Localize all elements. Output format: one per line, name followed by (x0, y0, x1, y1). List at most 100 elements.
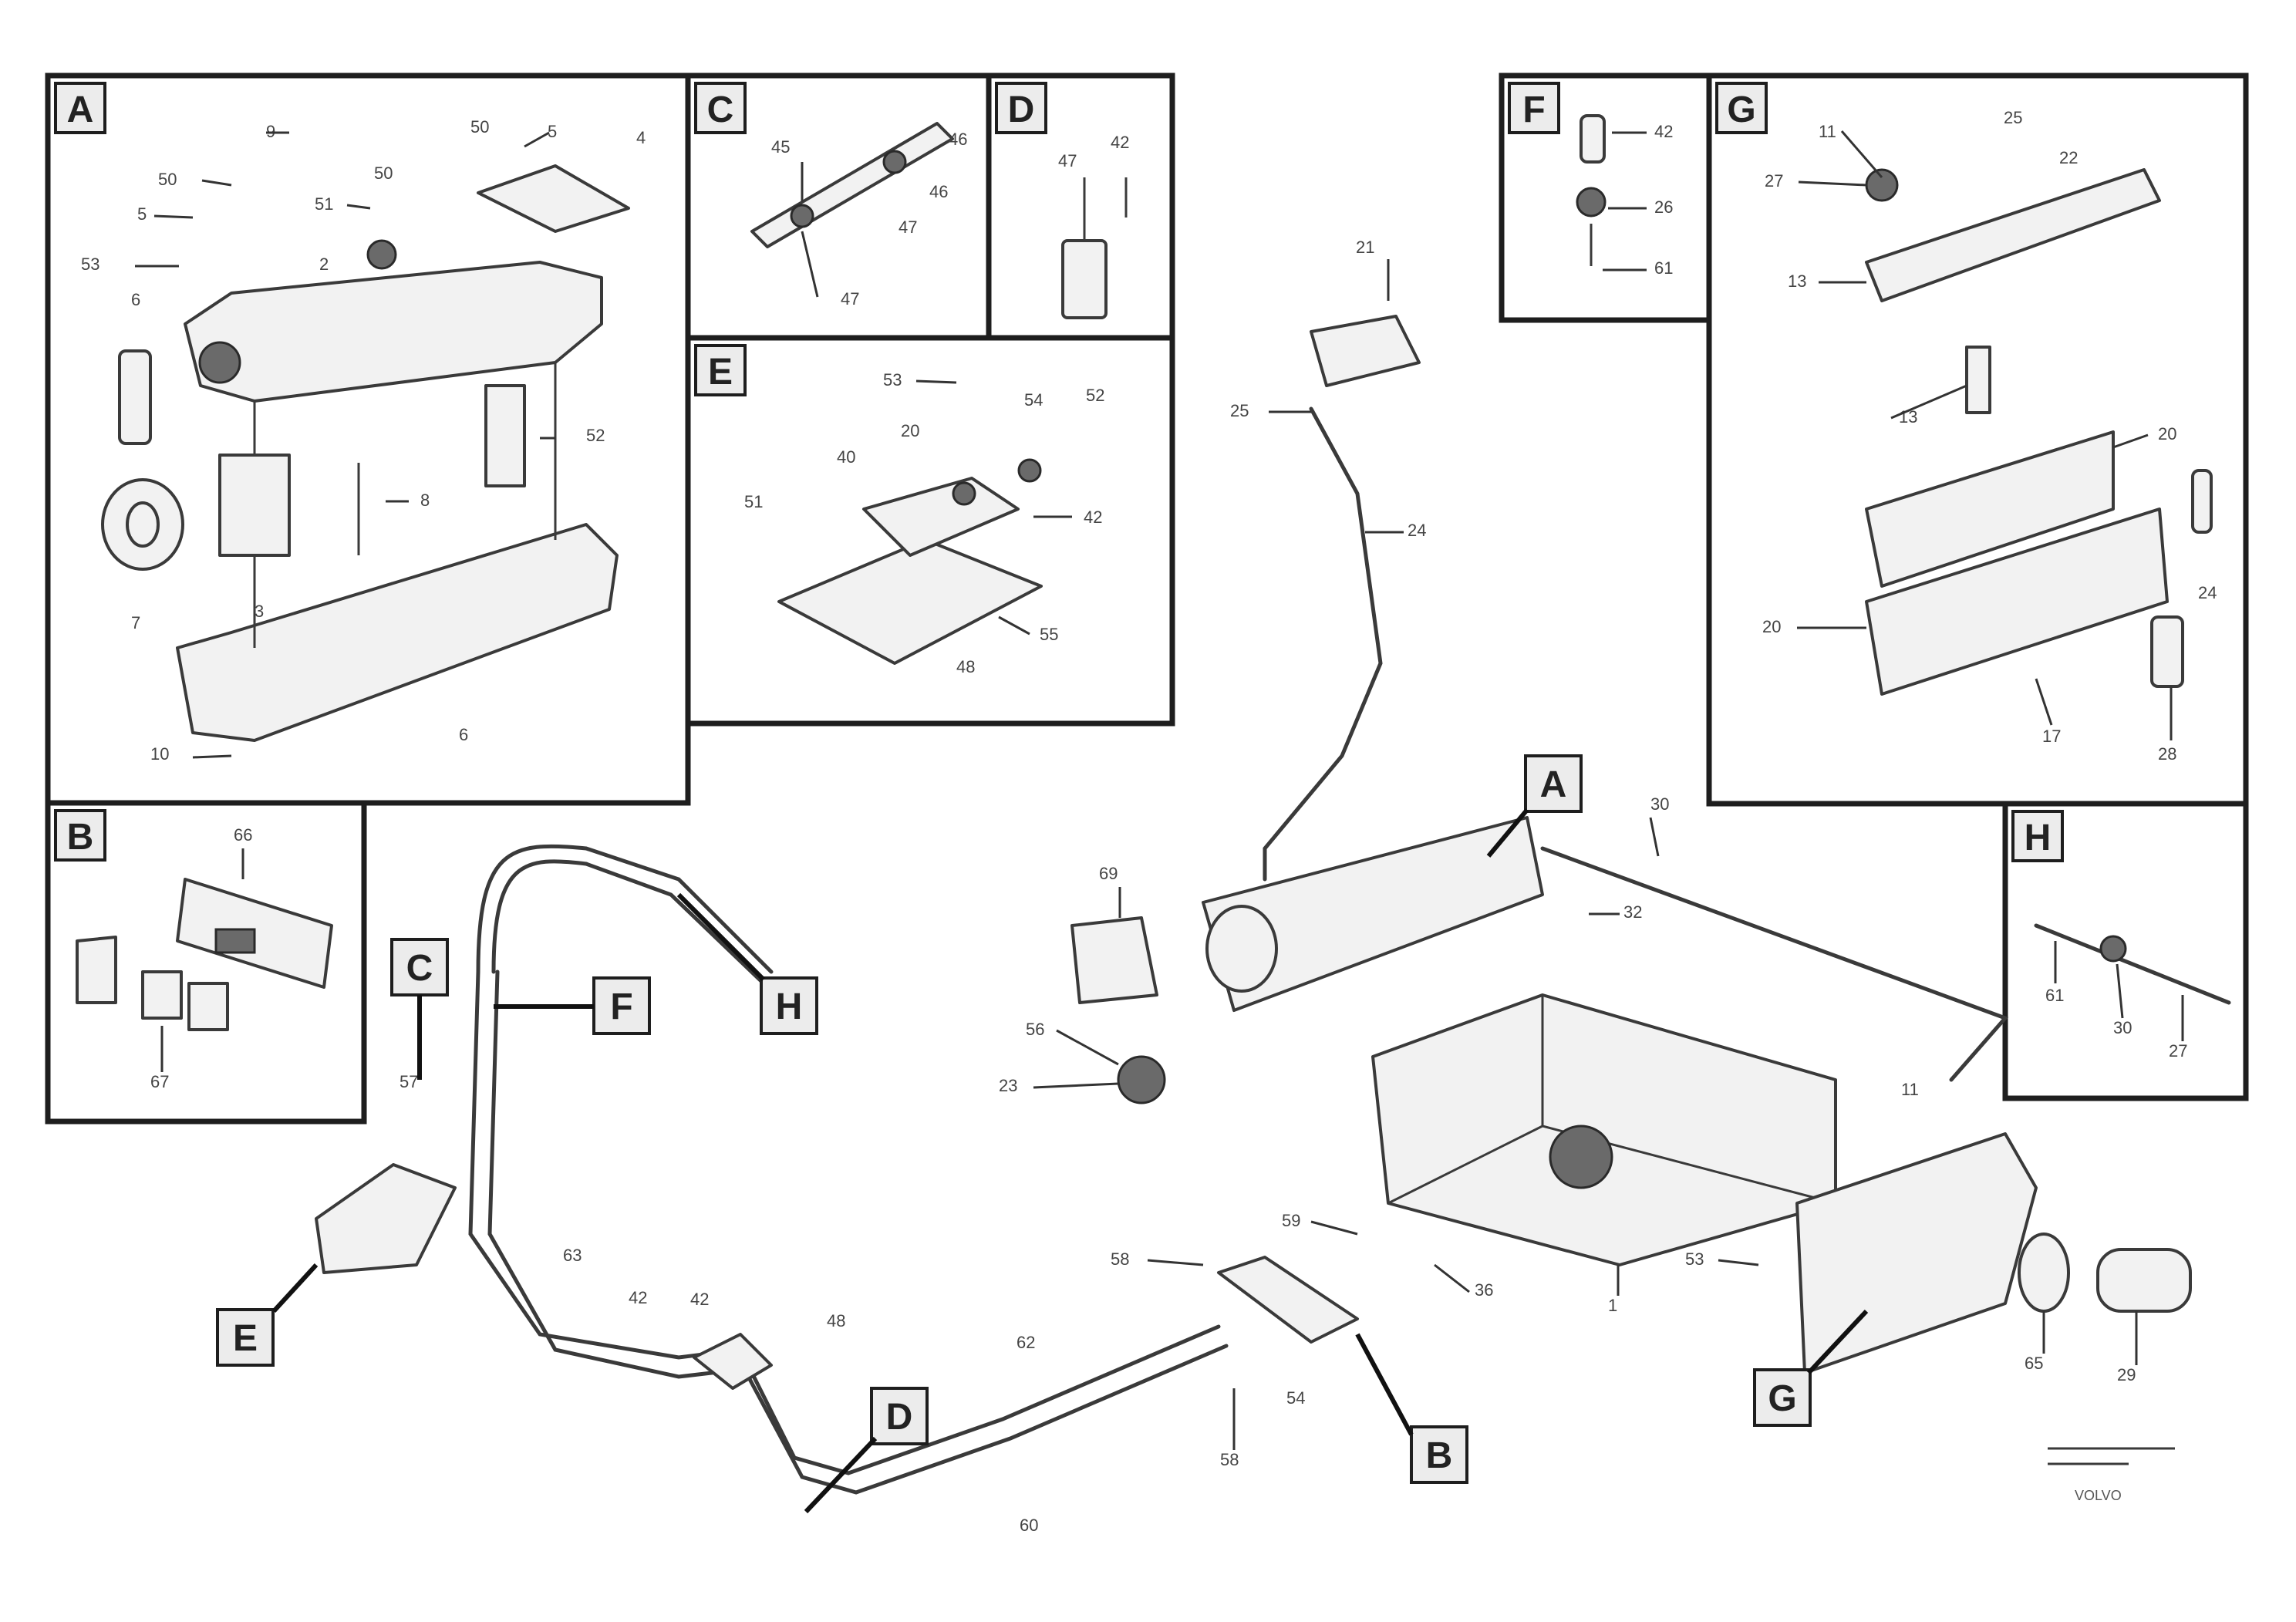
a-part-label-50: 50 (158, 170, 177, 189)
panel-c-drawing: 45 46 46 47 47 (750, 122, 967, 309)
panel-f-badge (1508, 82, 1560, 134)
panel-d-drawing: 47 42 (1058, 133, 1129, 319)
callout-a-pointer (1486, 808, 1529, 858)
main-fan-hub (1549, 1125, 1613, 1189)
main-part-label-24: 24 (1408, 521, 1426, 540)
panel-a-side-plate (484, 384, 526, 487)
callout-c-badge (390, 938, 449, 996)
f-part-label-42: 42 (1654, 122, 1673, 141)
main-hose-lower-2 (487, 969, 1229, 1495)
panel-b-switch-1 (141, 970, 183, 1020)
callout-h-letter: H (776, 986, 803, 1027)
c-part-label-45: 45 (771, 137, 790, 157)
main-part-label-30: 30 (1650, 794, 1669, 814)
panel-h-letter: H (2025, 818, 2052, 858)
panel-g-radiator (1865, 430, 2115, 588)
callout-h-pointer (676, 892, 766, 982)
panel-e-leaders (915, 379, 1072, 636)
g-part-label-20: 20 (2158, 424, 2176, 443)
panel-g-letter: G (1727, 89, 1755, 130)
callout-b-badge (1410, 1425, 1468, 1484)
callout-f-badge (592, 976, 651, 1035)
panel-b-badge (54, 809, 106, 862)
panel-h-leaders (2054, 941, 2184, 1041)
main-part-label-1: 1 (1608, 1296, 1617, 1315)
g-part-label-17: 17 (2042, 727, 2061, 746)
a-part-label-50c: 50 (470, 117, 489, 137)
a-part-label-7: 7 (131, 613, 140, 632)
panel-a-bolt-head (198, 341, 241, 384)
f-part-label-26: 26 (1654, 197, 1673, 217)
callout-f-letter: F (610, 986, 632, 1027)
main-assembly: 21 25 24 30 32 69 56 23 11 59 58 36 1 53… (315, 238, 2192, 1535)
panel-a-mount-plate (218, 454, 291, 557)
e-part-label-51: 51 (744, 492, 763, 511)
main-part-label-36: 36 (1475, 1280, 1493, 1300)
main-part-label-63: 63 (563, 1246, 582, 1265)
a-part-label-53: 53 (81, 255, 99, 274)
e-part-label-52: 52 (1086, 386, 1104, 405)
main-filter-29 (2096, 1248, 2192, 1313)
panel-b-drawing: 66 67 (76, 825, 333, 1091)
callout-e-badge (216, 1308, 275, 1367)
panel-f-letter: F (1522, 89, 1545, 130)
panel-e-drawing: 53 54 52 20 40 51 42 55 48 (744, 370, 1104, 676)
h-part-label-27: 27 (2169, 1041, 2187, 1061)
main-part-label-58: 58 (1111, 1249, 1129, 1269)
main-rod-30 (1540, 846, 2009, 1082)
g-part-label-22: 22 (2059, 148, 2078, 167)
main-part-label-32: 32 (1623, 902, 1642, 922)
panel-d-badge (995, 82, 1047, 134)
panel-a-nut (366, 239, 397, 270)
panel-g-post (1965, 346, 1991, 414)
b-part-label-66: 66 (234, 825, 252, 845)
g-part-label-21: 25 (2004, 108, 2022, 127)
panel-h-badge (2011, 810, 2064, 862)
e-part-label-54: 54 (1024, 390, 1043, 410)
panel-b-switch-2 (187, 982, 229, 1031)
main-part-label-42: 42 (629, 1288, 647, 1307)
callout-e-letter: E (233, 1318, 258, 1359)
panel-b-frame (45, 800, 367, 1125)
panel-c-letter: C (707, 89, 734, 130)
a-part-label-8: 8 (420, 491, 430, 510)
g-part-label-24: 24 (2198, 583, 2217, 602)
panel-a-letter: A (67, 89, 94, 130)
g-part-label-11: 11 (1819, 122, 1836, 141)
f-part-label-61: 61 (1654, 258, 1673, 278)
main-part-label-53: 53 (1685, 1249, 1704, 1269)
panel-h-frame (2002, 801, 2249, 1101)
main-radiator-unit (1795, 1132, 2038, 1374)
h-part-label-61: 61 (2045, 986, 2064, 1005)
ref-code: VOLVO (2075, 1488, 2122, 1503)
d-part-label-47: 47 (1058, 151, 1077, 170)
panel-h-clamp (2099, 935, 2127, 963)
panel-h-tube (2034, 923, 2231, 1005)
h-part-label-30: 30 (2113, 1018, 2132, 1037)
callout-c-letter: C (406, 948, 433, 989)
main-part-label-11: 11 (1901, 1080, 1919, 1099)
panel-e-bolt-1 (952, 481, 976, 506)
main-pump-head (1205, 905, 1278, 993)
e-part-label-55: 55 (1040, 625, 1058, 644)
callout-b-pointer (1355, 1333, 1414, 1436)
main-housing-edges (1387, 995, 1836, 1205)
panel-c-leaders (801, 162, 819, 298)
callout-a-badge (1524, 754, 1583, 813)
e-part-label-48: 48 (956, 657, 975, 676)
main-part-label-54: 54 (1286, 1388, 1305, 1408)
main-part-label-25: 25 (1230, 401, 1249, 420)
panel-g-top-rail (1865, 168, 2161, 302)
panel-e-badge (694, 344, 747, 396)
panel-g-lower-core (1865, 508, 2169, 696)
main-switch-bar (1217, 1256, 1359, 1344)
g-part-label-28: 28 (2158, 744, 2176, 764)
panel-g-badge (1715, 82, 1768, 134)
main-housing-box (1371, 993, 1837, 1266)
a-part-label-2: 2 (319, 255, 329, 274)
panel-d-box (1061, 239, 1108, 319)
a-part-label-5b: 5 (548, 122, 557, 141)
panel-e-housing (777, 538, 1043, 665)
panel-d-letter: D (1008, 89, 1035, 130)
